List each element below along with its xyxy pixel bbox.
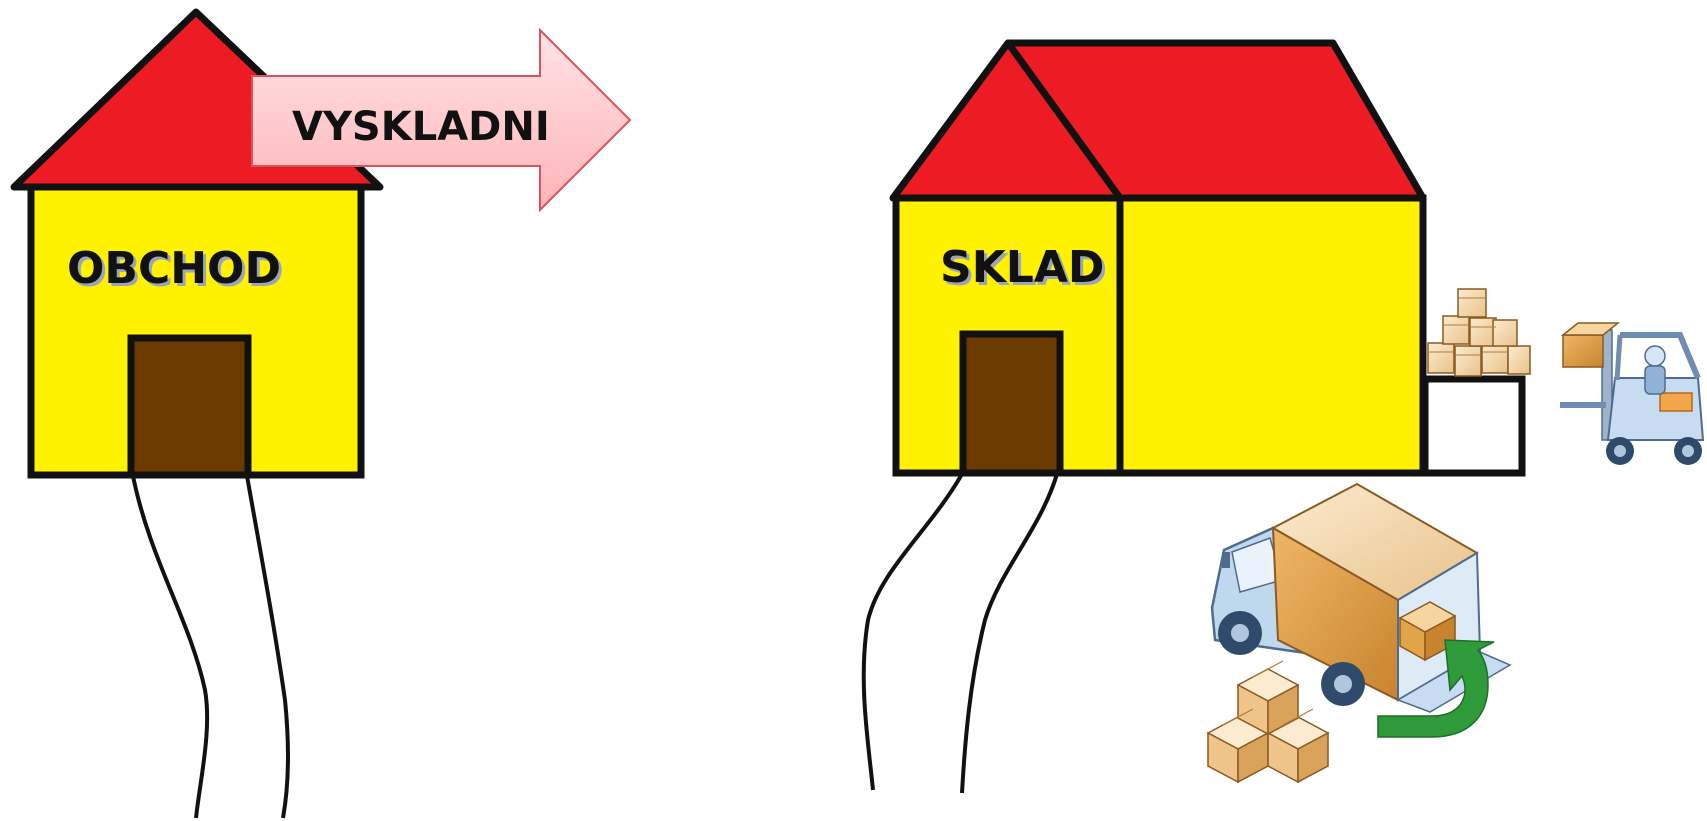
shop-label-shadow: OBCHOD — [70, 246, 284, 297]
shop-door — [127, 334, 252, 479]
warehouse-wall-right — [1116, 194, 1427, 477]
shop-building: OBCHOD OBCHOD — [10, 8, 384, 479]
loading-dock — [1421, 375, 1526, 477]
warehouse-label-shadow: SKLAD — [943, 245, 1107, 296]
shop-path — [131, 475, 290, 819]
warehouse-label: SKLAD — [940, 242, 1104, 293]
shop-label: OBCHOD — [67, 243, 281, 294]
return-arrow-icon — [1377, 639, 1495, 738]
forklift-icon — [1560, 322, 1705, 465]
ship-out-arrow: VYSKLADNI — [251, 27, 632, 213]
warehouse-building: SKLAD SKLAD — [889, 39, 1526, 477]
box-stack-icon — [1206, 660, 1330, 784]
warehouse-door — [959, 330, 1064, 477]
warehouse-path — [861, 473, 1059, 794]
stacked-boxes-icon — [1427, 288, 1531, 377]
arrow-shape — [251, 27, 632, 213]
arrow-label: VYSKLADNI — [292, 104, 550, 150]
delivery-truck-icon — [1210, 482, 1512, 713]
